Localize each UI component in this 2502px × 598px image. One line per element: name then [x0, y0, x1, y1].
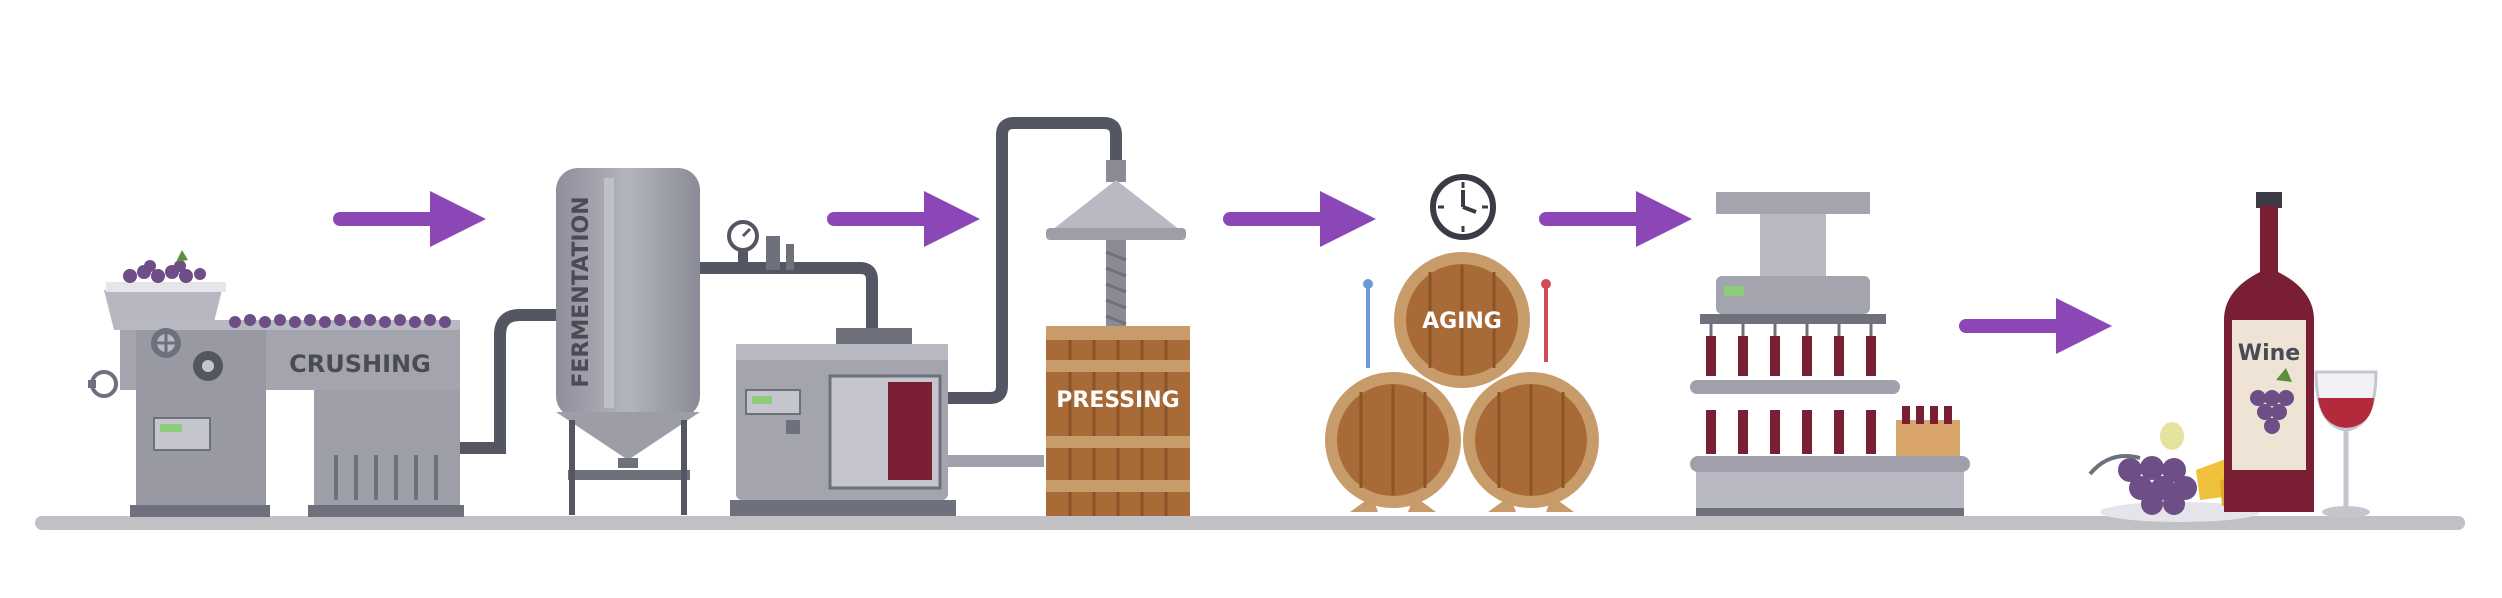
wine-glass-icon	[2314, 370, 2378, 518]
pressing-label: PRESSING	[1056, 388, 1179, 413]
grapes-icon	[123, 250, 206, 283]
grapes-icon	[2088, 454, 2197, 515]
aging-barrels: AGING	[1325, 174, 1599, 512]
wine-bottle-icon: Wine	[2224, 192, 2314, 512]
aging-label: AGING	[1422, 309, 1502, 334]
pipe-crushing-fermentation	[460, 309, 568, 454]
ground-line	[35, 516, 2465, 530]
crushing-machine: CRUSHING	[88, 250, 464, 517]
clock-icon	[1430, 174, 1496, 240]
pipe-fermentation-press	[700, 262, 878, 332]
pipe-to-press	[948, 117, 1122, 404]
bottling-line	[1690, 192, 1970, 516]
fermentation-tank: FERMENTATION	[556, 168, 700, 515]
wine-display: Wine	[2088, 192, 2378, 522]
pressing-barrel: PRESSING	[1046, 160, 1190, 516]
gauge-icon	[727, 220, 794, 270]
fermentation-label: FERMENTATION	[569, 196, 594, 387]
crushing-label: CRUSHING	[289, 350, 431, 378]
wine-label: Wine	[2238, 341, 2300, 366]
press-machine	[730, 328, 1044, 516]
